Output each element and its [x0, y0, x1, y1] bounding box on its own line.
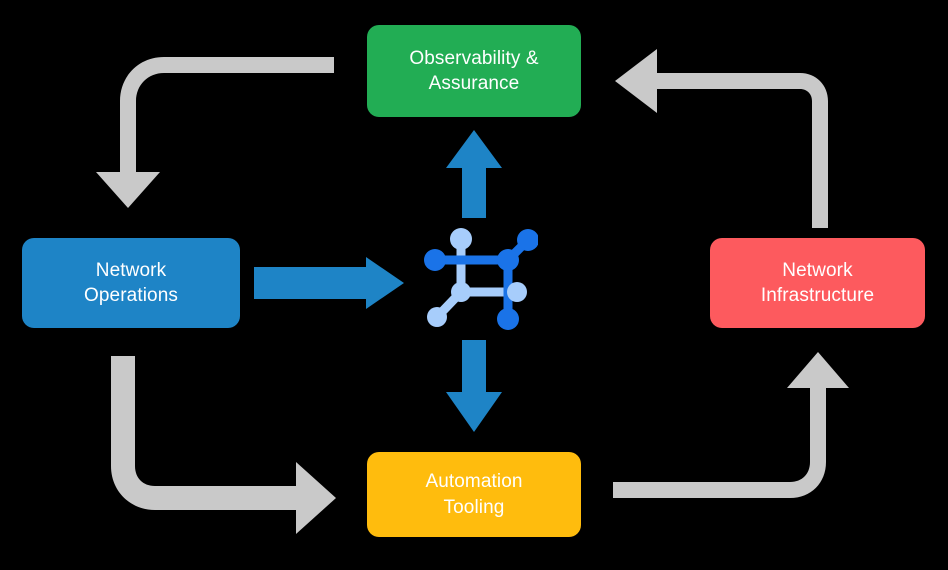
- node-network-infrastructure[interactable]: Network Infrastructure: [710, 238, 925, 328]
- network-node: [517, 229, 539, 251]
- network-node: [507, 282, 527, 302]
- network-topology-icon-svg: [424, 228, 539, 330]
- network-node: [424, 249, 446, 271]
- network-node: [497, 308, 519, 330]
- network-topology-icon: [418, 218, 539, 338]
- arrow-center-to-observability: [446, 130, 502, 218]
- arrow-center-to-automation: [446, 340, 502, 432]
- node-observability-assurance[interactable]: Observability & Assurance: [367, 25, 581, 117]
- arrow-operations-to-center: [254, 257, 404, 309]
- network-nodes-secondary: [427, 228, 527, 327]
- network-node: [497, 249, 519, 271]
- network-nodes-primary: [424, 229, 539, 330]
- arrow-bottom-right-elbow: [613, 352, 849, 498]
- node-network-operations[interactable]: Network Operations: [22, 238, 240, 328]
- network-node: [427, 307, 447, 327]
- arrow-top-right-elbow: [615, 49, 828, 228]
- network-node: [450, 228, 472, 250]
- arrow-top-left-elbow: [96, 57, 334, 208]
- arrow-bottom-left-elbow: [111, 356, 336, 534]
- network-node: [451, 282, 471, 302]
- node-automation-tooling[interactable]: Automation Tooling: [367, 452, 581, 537]
